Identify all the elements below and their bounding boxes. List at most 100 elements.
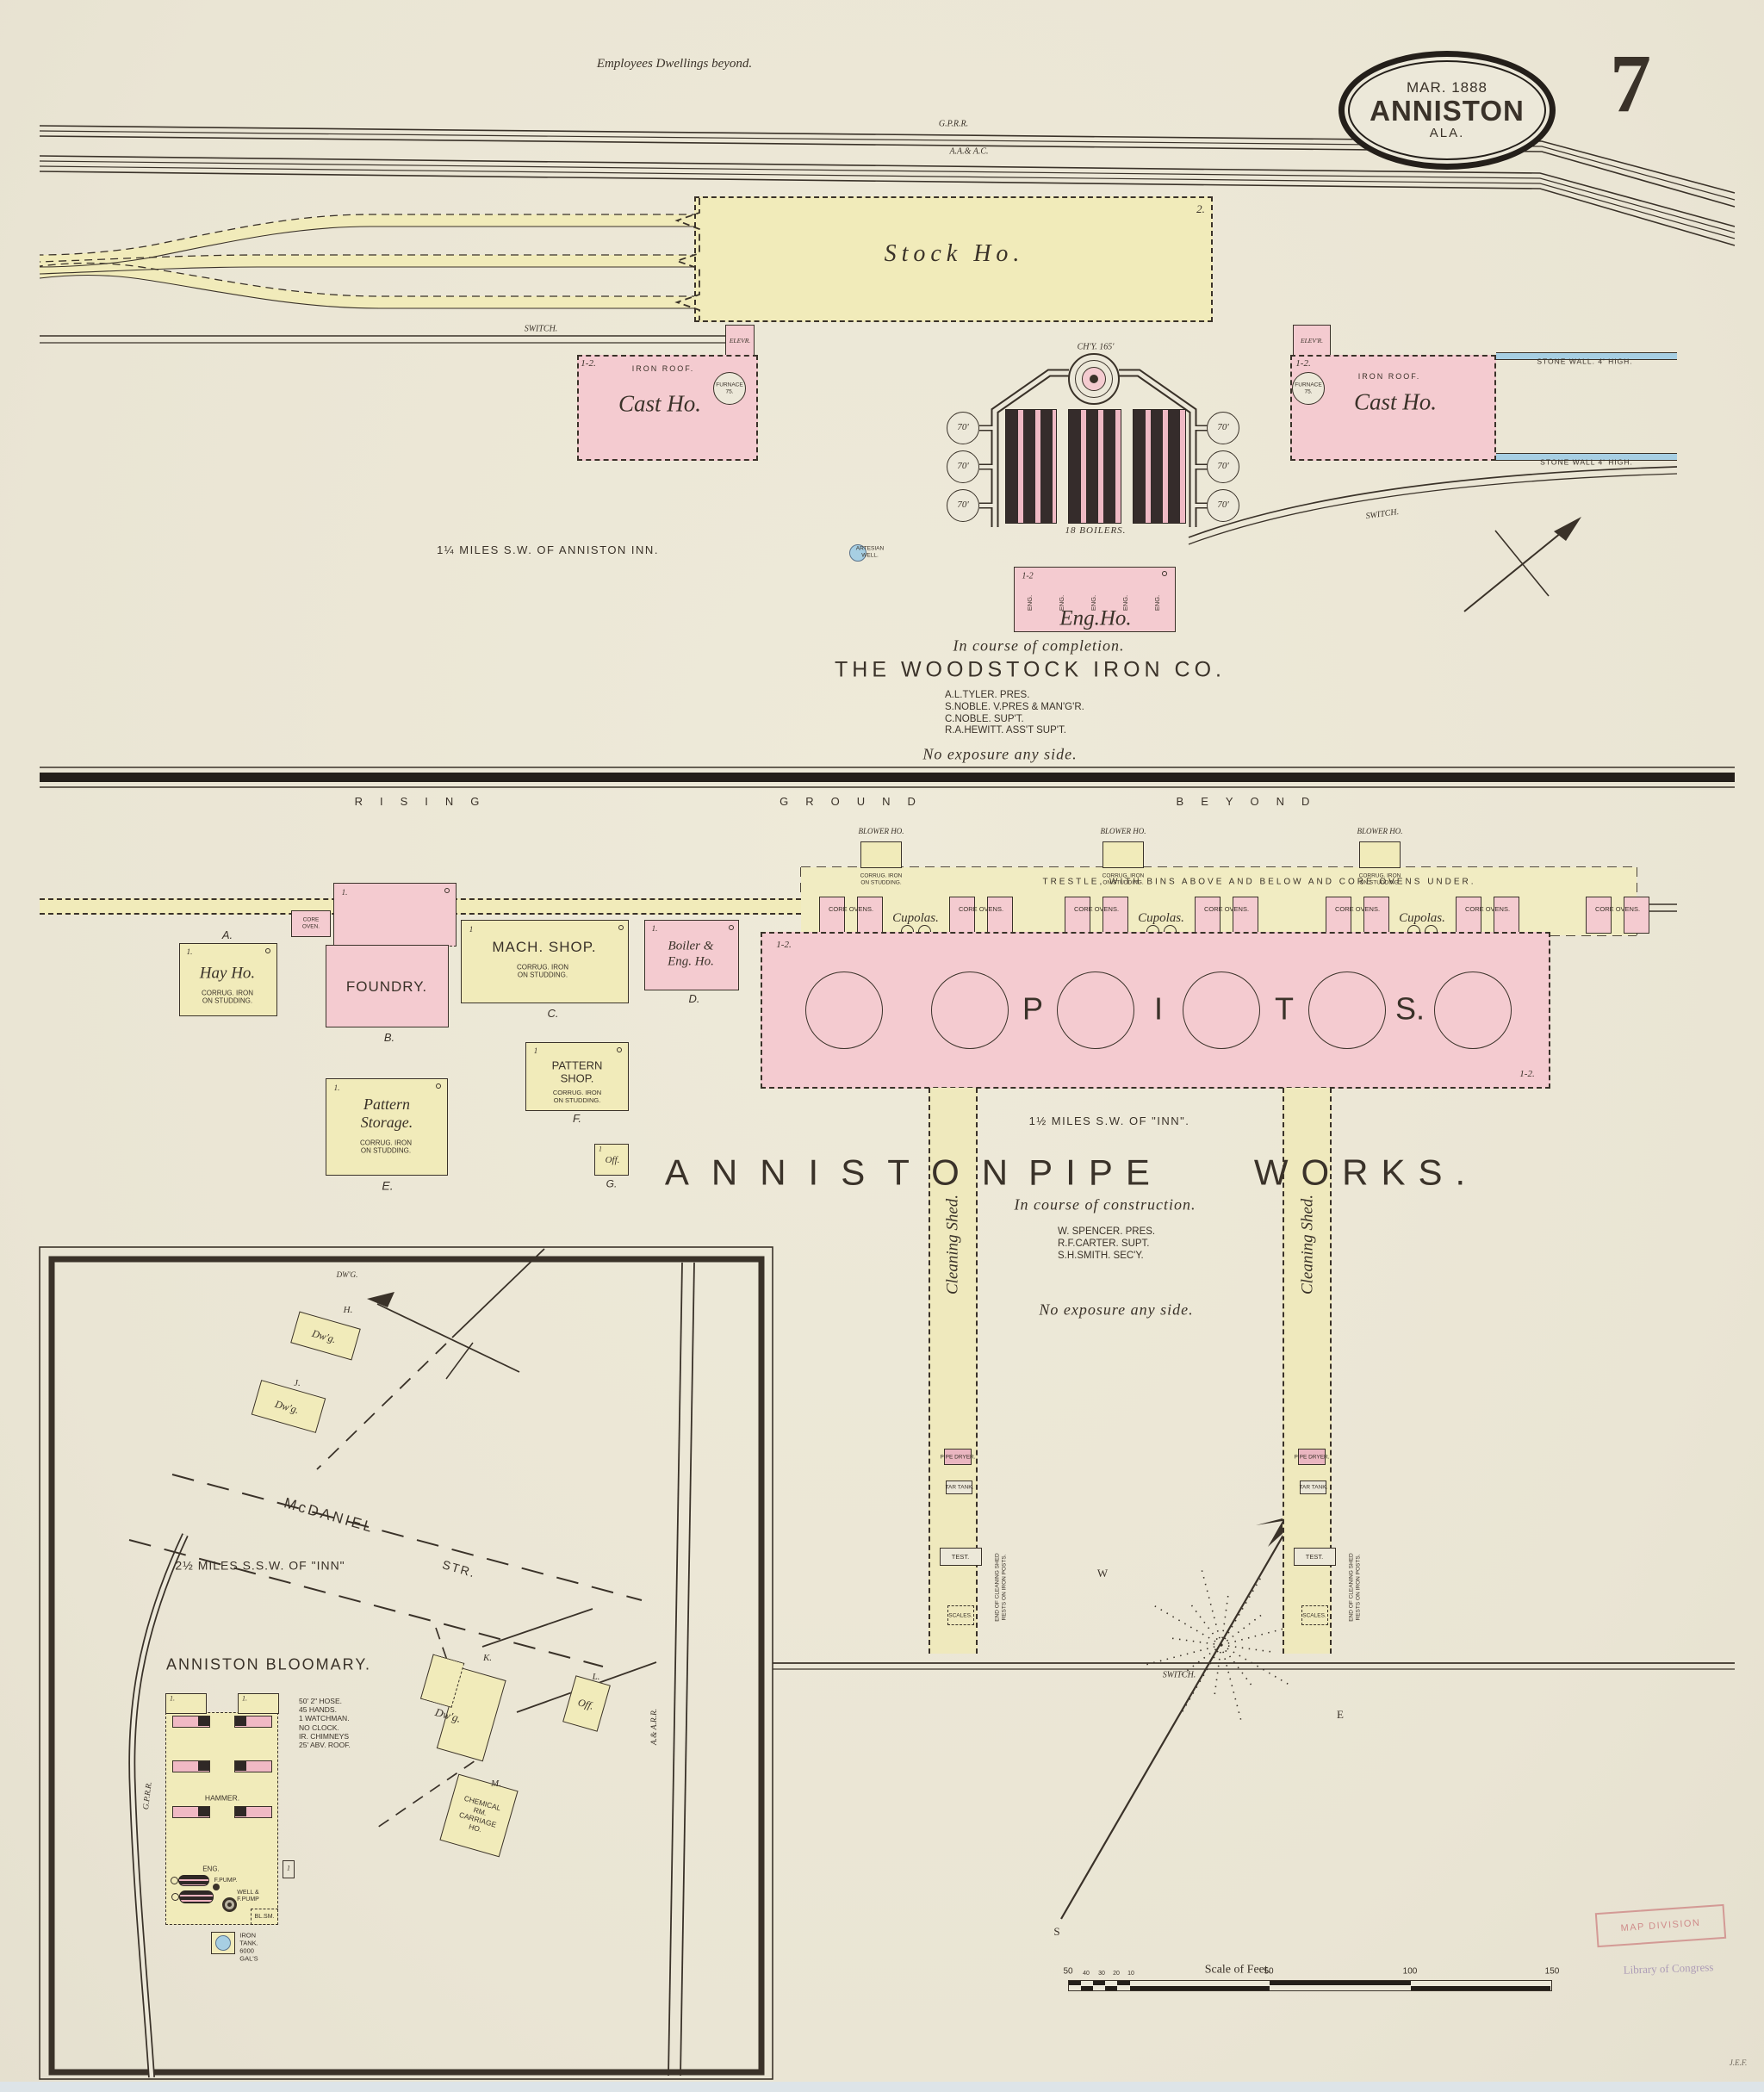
furnace-circle-right xyxy=(1292,372,1325,405)
engine-house-marker: 1-2 xyxy=(1022,571,1034,581)
rising-ground-word: RISING xyxy=(354,794,497,808)
inset-aarr-label: A.& A.R.R. xyxy=(649,1708,659,1746)
pattern-shop-material: CORRUG. IRON ON STUDDING. xyxy=(552,1089,602,1104)
dwelling-h-key: H. xyxy=(343,1305,353,1316)
stone-wall-bottom-label: STONE WALL 4' HIGH. xyxy=(1540,457,1633,467)
building-marker: 1. xyxy=(651,924,658,934)
stone-wall-bottom xyxy=(1496,453,1677,461)
sheet-number: 7 xyxy=(1610,37,1651,130)
cast-house-left-roof: IRON ROOF. xyxy=(631,364,695,374)
bloomary-note-line: IR. CHIMNEYS xyxy=(299,1731,350,1741)
stack-height: 70' xyxy=(957,461,969,472)
scales-right xyxy=(1301,1605,1328,1625)
core-oven-block xyxy=(1363,897,1389,934)
pits-building xyxy=(761,932,1550,1089)
chemical-carriage-key: M. xyxy=(491,1779,501,1790)
blower-house xyxy=(1102,841,1144,868)
building-marker: 1. xyxy=(186,947,193,957)
elevator-right-label: ELEV'R. xyxy=(1301,336,1323,345)
scale-number: 30 xyxy=(1098,1971,1105,1977)
switch-label-1: SWITCH. xyxy=(524,324,558,334)
pipeworks-title-word: WORKS. xyxy=(1253,1152,1479,1193)
stamp-state: ALA. xyxy=(1429,125,1465,140)
core-oven-block xyxy=(1065,897,1090,934)
pit-circle xyxy=(1434,972,1512,1049)
engine-house-label: Eng.Ho. xyxy=(1059,606,1132,630)
pattern-storage-material: CORRUG. IRON ON STUDDING. xyxy=(360,1139,412,1155)
core-oven-block xyxy=(1586,897,1612,934)
stack-circle xyxy=(947,489,979,522)
dwelling-j-key: J. xyxy=(294,1378,301,1389)
building-marker: 1. xyxy=(333,1083,340,1093)
officer-line: R.A.HEWITT. ASS'T SUP'T. xyxy=(945,725,1066,736)
tar-tank-label: TAR TANK. xyxy=(945,1484,974,1491)
stack-height: 70' xyxy=(957,422,969,433)
dwelling-k-key: K. xyxy=(482,1653,493,1664)
machine-shop-label: MACH. SHOP. xyxy=(492,938,597,955)
compass-east: E xyxy=(1337,1707,1344,1721)
city-date-stamp: MAR. 1888 ANNISTON ALA. xyxy=(1339,51,1556,170)
railroad-label-aac: A.A.& A.C. xyxy=(949,146,989,157)
cast-house-right-marker: 1-2. xyxy=(1295,358,1311,369)
pit-circle xyxy=(805,972,883,1049)
cleaning-shed-label: Cleaning Shed. xyxy=(943,1194,962,1295)
pits-letter: I xyxy=(1153,990,1164,1027)
core-oven-block xyxy=(1494,897,1519,934)
stack-circle xyxy=(947,412,979,444)
shed-end-note: END OF CLEANING SHED RESTS ON IRON POSTS… xyxy=(994,1553,1007,1622)
cast-house-left-label: Cast Ho. xyxy=(618,390,702,417)
stone-wall-top xyxy=(1496,352,1677,360)
bloomary-furnace xyxy=(172,1716,210,1728)
building-marker: 1. xyxy=(170,1694,175,1703)
boiler-bank xyxy=(1133,409,1186,524)
cupolas-label: Cupolas. xyxy=(1399,910,1445,925)
boilers-label: 18 BOILERS. xyxy=(1065,525,1127,537)
scale-number: 20 xyxy=(1113,1971,1120,1977)
inset-distance-note: 2½ MILES S.S.W. OF "INN" xyxy=(175,1558,345,1573)
pits-marker: 1-2. xyxy=(1519,1069,1535,1080)
building-key-f: F. xyxy=(573,1111,581,1125)
foundry-south xyxy=(326,945,449,1027)
building-marker: 1. xyxy=(242,1694,247,1703)
scales-label: SCALES. xyxy=(1302,1612,1326,1619)
core-oven-block xyxy=(1233,897,1258,934)
elevator-left-label: ELEVR. xyxy=(729,336,751,345)
inset-dwg-note: DW'G. xyxy=(336,1270,358,1280)
test-label: TEST. xyxy=(1305,1552,1324,1561)
core-ovens-label: CORE OVENS. xyxy=(1464,904,1511,913)
stamp-date: MAR. 1888 xyxy=(1406,78,1488,96)
officer-line: R.F.CARTER. SUPT. xyxy=(1058,1238,1150,1249)
building-key-e: E. xyxy=(382,1178,394,1193)
test-label: TEST. xyxy=(951,1552,970,1561)
bloomary-note-line: 50' 2" HOSE. xyxy=(299,1697,342,1705)
map-division-stamp-text: MAP DIVISION xyxy=(1620,1917,1701,1934)
officer-line: C.NOBLE. SUP'T. xyxy=(945,713,1024,724)
scale-number: 150 xyxy=(1544,1966,1560,1977)
blower-material: CORRUG. IRON ON STUDDING. xyxy=(860,872,903,885)
core-ovens-label: CORE OVENS. xyxy=(1334,904,1381,913)
stack-height: 70' xyxy=(1217,461,1229,472)
stack-circle xyxy=(1207,450,1239,483)
foundry-north xyxy=(333,883,457,947)
pits-marker: 1-2. xyxy=(776,940,792,951)
cast-house-left-marker: 1-2. xyxy=(581,358,596,369)
officer-line: A.L.TYLER. PRES. xyxy=(945,690,1030,700)
well-pump-label: WELL & F.PUMP xyxy=(237,1889,259,1903)
well-icon xyxy=(222,1897,237,1912)
core-ovens-label: CORE OVENS. xyxy=(1073,904,1120,913)
bloomary-eng-label: ENG. xyxy=(202,1865,220,1873)
bloomary-title: ANNISTON BLOOMARY. xyxy=(165,1655,372,1673)
bloomary-boiler xyxy=(179,1890,214,1903)
scales-left xyxy=(947,1605,974,1625)
core-ovens-label: CORE OVENS. xyxy=(1594,904,1641,913)
building-key-c: C. xyxy=(547,1006,559,1020)
boiler-bank xyxy=(1005,409,1057,524)
bloomary-notes: 50' 2" HOSE. 45 HANDS. 1 WATCHMAN. NO CL… xyxy=(299,1697,351,1749)
blower-house-label: BLOWER HO. xyxy=(1100,827,1146,836)
rail-line xyxy=(39,125,1736,194)
stamp-city: ANNISTON xyxy=(1370,95,1525,127)
building-key-b: B. xyxy=(383,1030,395,1044)
blower-house xyxy=(860,841,902,868)
cleaning-shed-label: Cleaning Shed. xyxy=(1298,1194,1317,1295)
